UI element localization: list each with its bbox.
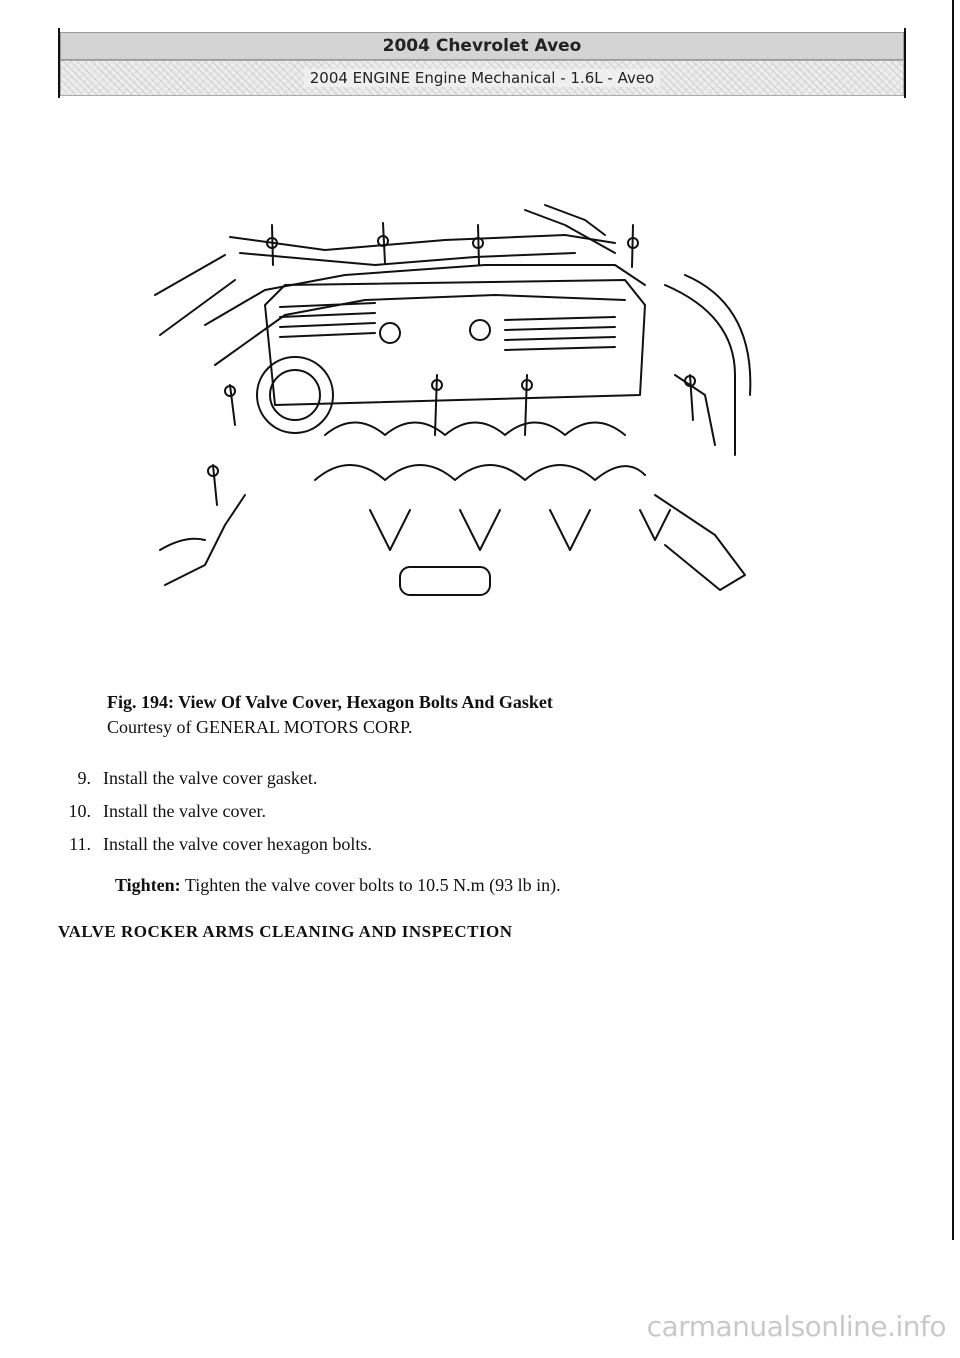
step-item: 9. Install the valve cover gasket. <box>55 762 372 795</box>
step-text: Install the valve cover. <box>103 801 266 821</box>
tighten-label: Tighten: <box>115 875 181 895</box>
step-number: 11. <box>69 834 91 854</box>
tighten-spec: Tighten: Tighten the valve cover bolts t… <box>115 875 561 896</box>
header-title: 2004 Chevrolet Aveo <box>60 32 904 60</box>
tighten-text: Tighten the valve cover bolts to 10.5 N.… <box>184 875 561 895</box>
header-right-rule <box>904 28 906 98</box>
figure-caption: Fig. 194: View Of Valve Cover, Hexagon B… <box>107 690 553 740</box>
step-number: 9. <box>77 768 92 788</box>
watermark-text[interactable]: carmanualsonline.info <box>646 1310 947 1343</box>
figure-courtesy: Courtesy of GENERAL MOTORS CORP. <box>107 717 413 737</box>
page-edge-rule <box>952 0 954 1240</box>
step-number: 10. <box>68 801 92 821</box>
header-subtitle-band: 2004 ENGINE Engine Mechanical - 1.6L - A… <box>60 60 904 96</box>
procedure-steps: 9. Install the valve cover gasket. 10. I… <box>55 762 372 861</box>
section-heading: VALVE ROCKER ARMS CLEANING AND INSPECTIO… <box>58 922 513 941</box>
figure-label: Fig. 194: View Of Valve Cover, Hexagon B… <box>107 692 553 712</box>
step-item: 10. Install the valve cover. <box>55 795 372 828</box>
step-item: 11. Install the valve cover hexagon bolt… <box>55 828 372 861</box>
step-text: Install the valve cover gasket. <box>103 768 318 788</box>
header-subtitle: 2004 ENGINE Engine Mechanical - 1.6L - A… <box>303 69 661 87</box>
header-left-rule <box>58 28 60 98</box>
page-header: 2004 Chevrolet Aveo 2004 ENGINE Engine M… <box>58 28 906 98</box>
step-text: Install the valve cover hexagon bolts. <box>103 834 372 854</box>
valve-cover-illustration <box>154 204 752 596</box>
